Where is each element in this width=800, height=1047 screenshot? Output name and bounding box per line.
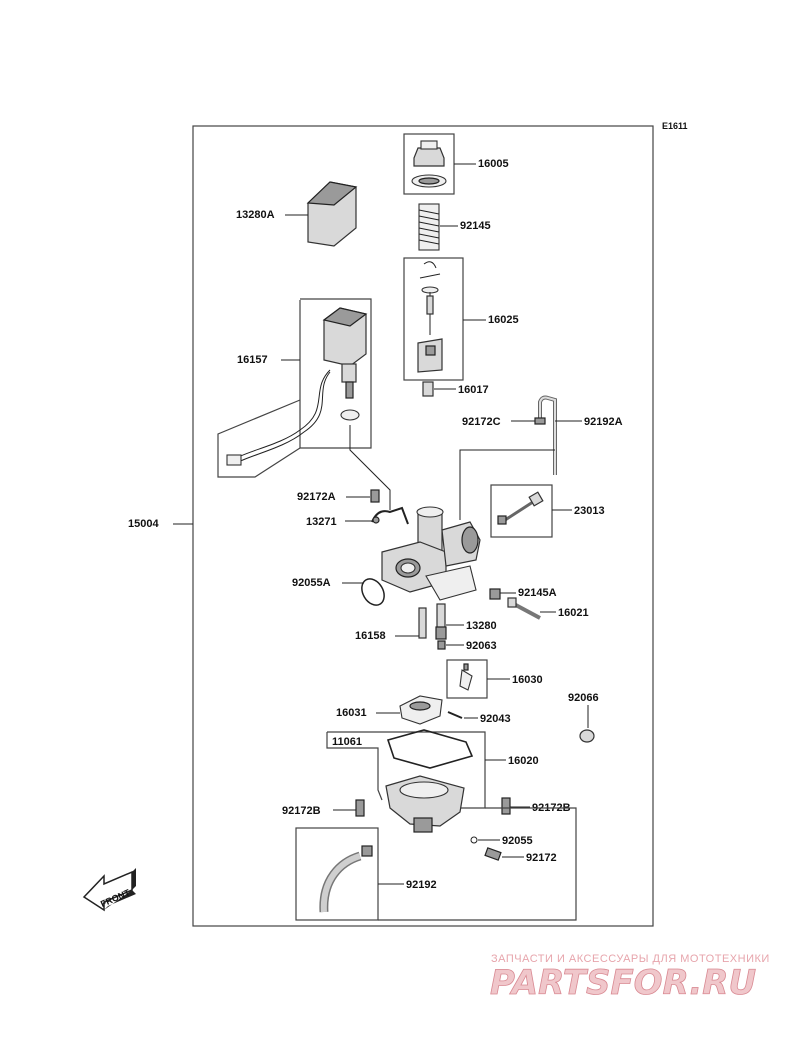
label-13280[interactable]: 13280 (466, 620, 497, 632)
watermark-brand: PARTSFOR.RU (490, 963, 756, 1003)
label-23013[interactable]: 23013 (574, 505, 605, 517)
front-arrow-icon (82, 868, 136, 912)
box-11061 (326, 732, 383, 801)
label-92055A[interactable]: 92055A (292, 577, 331, 589)
o-ring-icon (361, 578, 385, 606)
diagram-code: E1611 (662, 121, 688, 131)
drain-screw-icon (484, 847, 502, 861)
label-15004[interactable]: 15004 (128, 518, 159, 530)
leader-choke-carb (349, 425, 391, 510)
carburetor-body-icon (381, 506, 481, 601)
pin-icon (447, 711, 463, 719)
screw-right-icon (501, 797, 511, 815)
label-16030[interactable]: 16030 (512, 674, 543, 686)
label-92145[interactable]: 92145 (460, 220, 491, 232)
box-16020 (327, 731, 486, 809)
label-92172B-left[interactable]: 92172B (282, 805, 321, 817)
rubber-cap-icon (306, 181, 358, 247)
small-o-ring-icon (470, 836, 478, 844)
label-16020[interactable]: 16020 (508, 755, 539, 767)
watermark-tagline: ЗАПЧАСТИ И АКСЕССУАРЫ ДЛЯ МОТОТЕХНИКИ (491, 953, 770, 965)
label-92043[interactable]: 92043 (480, 713, 511, 725)
float-icon (399, 695, 443, 725)
box-16157-wire (217, 399, 301, 478)
label-92055[interactable]: 92055 (502, 835, 533, 847)
drain-cap-icon (579, 729, 595, 743)
drain-tube-icon (319, 845, 373, 913)
label-16157[interactable]: 16157 (237, 354, 268, 366)
box-16020-lower (378, 807, 577, 921)
spring-icon (418, 203, 440, 251)
label-16031[interactable]: 16031 (336, 707, 367, 719)
leader-tube-carb (459, 449, 555, 520)
label-92063[interactable]: 92063 (466, 640, 497, 652)
air-screw-icon (497, 491, 544, 525)
choke-cap-icon (411, 140, 447, 188)
clamp-icon (371, 506, 409, 525)
label-92192A[interactable]: 92192A (584, 416, 623, 428)
throttle-valve-icon (417, 261, 443, 373)
float-valve-icon (459, 663, 473, 691)
box-92192 (295, 827, 379, 921)
label-13271[interactable]: 13271 (306, 516, 337, 528)
fuel-tube-icon (534, 395, 557, 475)
label-16005[interactable]: 16005 (478, 158, 509, 170)
screw-left-icon (355, 799, 365, 817)
needle-jet-icon (422, 381, 434, 397)
screw-icon (370, 489, 380, 503)
label-11061[interactable]: 11061 (332, 736, 362, 748)
box-16157 (299, 298, 372, 449)
label-92066[interactable]: 92066 (568, 692, 599, 704)
assembly-frame (192, 125, 654, 927)
label-92172[interactable]: 92172 (526, 852, 557, 864)
label-92172A[interactable]: 92172A (297, 491, 336, 503)
label-16025[interactable]: 16025 (488, 314, 519, 326)
main-jet-icon (418, 603, 447, 650)
box-16025 (403, 257, 464, 381)
label-92172C[interactable]: 92172C (462, 416, 501, 428)
box-23013 (490, 484, 553, 538)
label-16017[interactable]: 16017 (458, 384, 489, 396)
label-16158[interactable]: 16158 (355, 630, 386, 642)
float-chamber-icon (385, 775, 465, 833)
gasket-icon (386, 729, 474, 769)
label-13280A[interactable]: 13280A (236, 209, 275, 221)
label-16021[interactable]: 16021 (558, 607, 589, 619)
label-92192[interactable]: 92192 (406, 879, 437, 891)
label-92145A[interactable]: 92145A (518, 587, 557, 599)
auto-choke-icon (226, 307, 368, 466)
idle-screw-icon (489, 588, 541, 620)
